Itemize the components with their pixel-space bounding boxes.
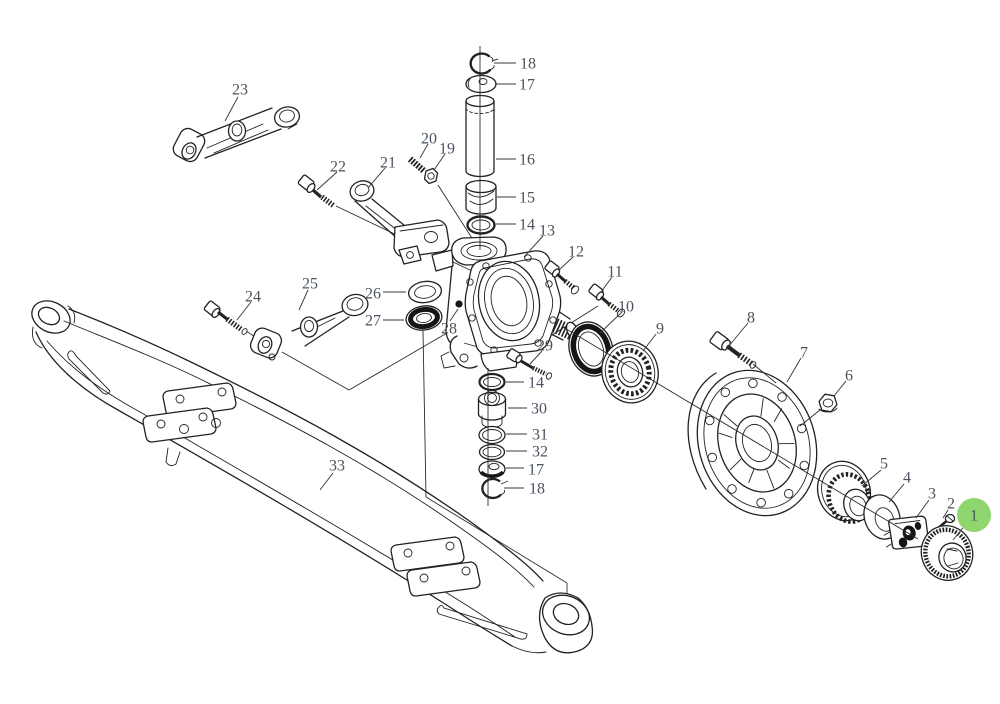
callout-10: 10 <box>618 299 634 316</box>
part-spring-pin-20 <box>407 156 427 174</box>
part-knuckle-arm-21 <box>349 180 450 265</box>
part-bolt-24 <box>203 300 248 335</box>
part-o-ring-14-bottom <box>478 372 506 392</box>
callout-17: 17 <box>528 462 544 479</box>
part-ring-32 <box>478 443 506 461</box>
callout-4: 4 <box>903 470 911 487</box>
callout-29: 29 <box>537 338 553 355</box>
callout-1: 1 <box>970 508 978 525</box>
callout-21: 21 <box>380 155 396 172</box>
part-seal-ring-27 <box>405 305 443 331</box>
highlight-circle <box>957 498 991 532</box>
callout-23: 23 <box>232 82 248 99</box>
callout-8: 8 <box>747 310 755 327</box>
part-hub-cap-1 <box>920 525 974 581</box>
callout-7: 7 <box>800 345 808 362</box>
part-steering-knuckle-13 <box>431 236 579 372</box>
part-steering-arm-23 <box>172 106 301 163</box>
part-knuckle-arm-25 <box>249 293 369 361</box>
part-bolt-22 <box>297 174 336 209</box>
callout-22: 22 <box>330 159 346 176</box>
part-wheel-bolt-8 <box>709 331 757 369</box>
part-nut-19 <box>423 167 439 185</box>
callout-31: 31 <box>532 427 548 444</box>
part-lock-washer-17-bottom <box>478 460 506 478</box>
callout-15: 15 <box>519 190 535 207</box>
callout-32: 32 <box>532 444 548 461</box>
part-lock-washer-17-top <box>465 74 497 94</box>
grease-plug-28 <box>455 300 463 308</box>
callout-6: 6 <box>845 368 853 385</box>
part-snap-ring-18-top <box>469 52 499 75</box>
part-ring-31 <box>478 425 506 445</box>
callout-19: 19 <box>439 141 455 158</box>
part-o-ring-14-top <box>466 215 496 235</box>
callout-3: 3 <box>928 486 936 503</box>
callout-25: 25 <box>302 276 318 293</box>
part-bushing-30 <box>477 390 507 428</box>
part-bolt-12 <box>544 260 580 295</box>
assembly-lines-front <box>479 46 919 540</box>
callout-24: 24 <box>245 289 261 306</box>
leader-lines <box>224 62 968 541</box>
callout-17: 17 <box>519 77 535 94</box>
callout-2: 2 <box>947 496 955 513</box>
callout-5: 5 <box>880 456 888 473</box>
callout-14: 14 <box>528 375 544 392</box>
callout-12: 12 <box>568 244 584 261</box>
part-snap-ring-18-bottom <box>481 477 509 500</box>
part-bearing-9 <box>601 340 659 404</box>
callout-18: 18 <box>529 481 545 498</box>
callout-11: 11 <box>607 264 622 281</box>
part-thrust-washer-26 <box>407 280 443 304</box>
callout-30: 30 <box>531 401 547 418</box>
callout-27: 27 <box>365 313 381 330</box>
part-axle-beam <box>31 300 594 654</box>
callout-14: 14 <box>519 217 535 234</box>
callout-26: 26 <box>365 286 381 303</box>
callout-20: 20 <box>421 131 437 148</box>
callout-18: 18 <box>520 56 536 73</box>
part-nut-6 <box>818 393 838 413</box>
part-bushing-15 <box>465 179 497 215</box>
part-bolt-29 <box>506 348 553 380</box>
callout-13: 13 <box>539 223 555 240</box>
callout-28: 28 <box>441 321 457 338</box>
callout-33: 33 <box>329 458 345 475</box>
callout-9: 9 <box>656 321 664 338</box>
callout-16: 16 <box>519 152 535 169</box>
callout-layer: 1234567891011121314151617181920212223242… <box>232 56 991 532</box>
